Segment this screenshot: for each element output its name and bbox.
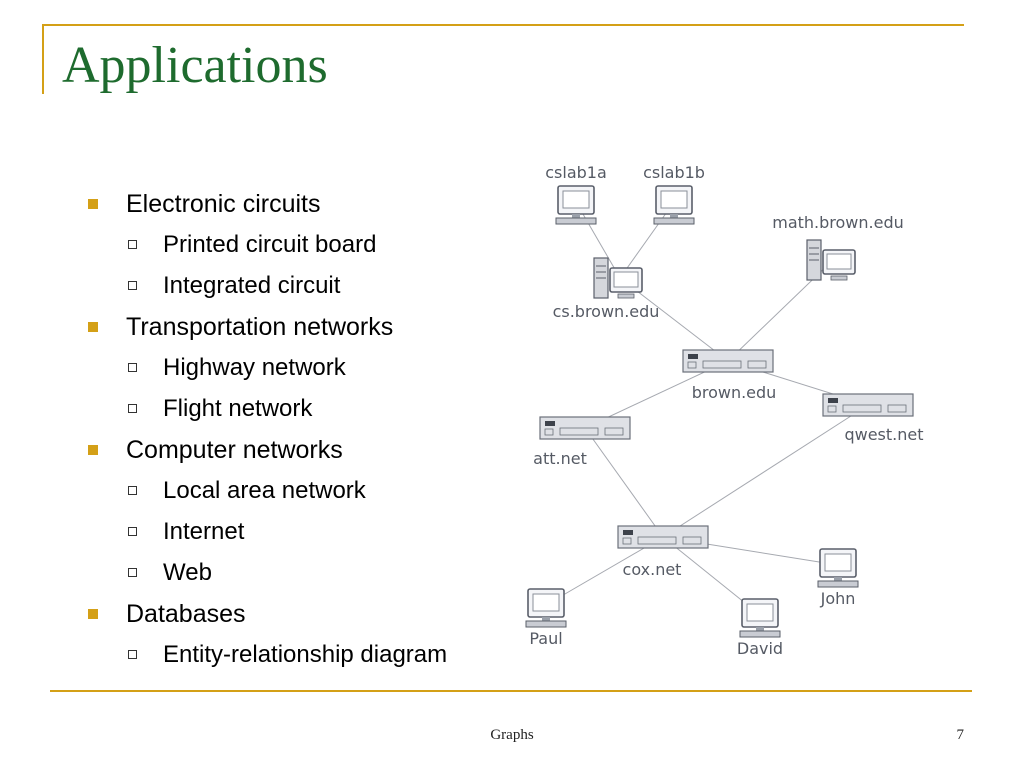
node-label: brown.edu bbox=[692, 383, 777, 402]
sub-bullet-item: Local area network bbox=[88, 473, 518, 514]
hollow-square-bullet-icon bbox=[128, 486, 137, 495]
edge-att-cox bbox=[584, 427, 664, 538]
square-bullet-icon bbox=[88, 445, 98, 455]
node-math: math.brown.edu bbox=[772, 213, 904, 281]
hollow-square-bullet-icon bbox=[128, 650, 137, 659]
sub-bullet-item: Flight network bbox=[88, 391, 518, 432]
sub-bullet-text: Local area network bbox=[163, 477, 366, 504]
router-icon bbox=[682, 349, 774, 373]
server-tower-icon bbox=[593, 257, 643, 299]
node-label: cslab1a bbox=[545, 163, 607, 182]
sub-bullet-text: Printed circuit board bbox=[163, 231, 377, 258]
bullet-text: Electronic circuits bbox=[126, 190, 321, 218]
bullet-item: Databases bbox=[88, 596, 518, 637]
router-icon bbox=[822, 393, 914, 417]
bullet-text: Databases bbox=[126, 600, 246, 628]
workstation-icon bbox=[525, 588, 567, 628]
router-icon bbox=[617, 525, 709, 549]
node-att: att.net bbox=[533, 416, 631, 468]
bullet-text: Transportation networks bbox=[126, 313, 394, 341]
workstation-icon bbox=[555, 185, 597, 225]
hollow-square-bullet-icon bbox=[128, 281, 137, 290]
top-frame-rule bbox=[42, 24, 964, 26]
node-cslab1b: cslab1b bbox=[643, 163, 705, 225]
sub-bullet-item: Highway network bbox=[88, 350, 518, 391]
node-cs: cs.brown.edu bbox=[553, 257, 660, 321]
slide-title: Applications bbox=[62, 37, 328, 94]
sub-bullet-item: Entity-relationship diagram bbox=[88, 637, 518, 678]
workstation-icon bbox=[653, 185, 695, 225]
sub-bullet-text: Integrated circuit bbox=[163, 272, 341, 299]
sub-bullet-text: Highway network bbox=[163, 354, 346, 381]
node-cox: cox.net bbox=[617, 525, 709, 579]
workstation-icon bbox=[817, 548, 859, 588]
square-bullet-icon bbox=[88, 322, 98, 332]
node-label: David bbox=[737, 639, 783, 658]
node-label: qwest.net bbox=[844, 425, 923, 444]
sub-bullet-text: Web bbox=[163, 559, 212, 586]
server-tower-icon bbox=[806, 239, 856, 281]
sub-bullet-item: Printed circuit board bbox=[88, 227, 518, 268]
hollow-square-bullet-icon bbox=[128, 527, 137, 536]
node-cslab1a: cslab1a bbox=[545, 163, 607, 225]
node-label: math.brown.edu bbox=[772, 213, 904, 232]
footer-rule bbox=[50, 690, 972, 692]
node-john: John bbox=[817, 548, 859, 608]
node-label: cs.brown.edu bbox=[553, 302, 660, 321]
bullet-list: Electronic circuits Printed circuit boar… bbox=[88, 186, 518, 678]
sub-bullet-item: Web bbox=[88, 555, 518, 596]
sub-bullet-item: Internet bbox=[88, 514, 518, 555]
node-qwest: qwest.net bbox=[822, 393, 924, 444]
node-david: David bbox=[737, 598, 783, 658]
sub-bullet-text: Internet bbox=[163, 518, 245, 545]
footer-title: Graphs bbox=[490, 727, 534, 743]
sub-bullet-item: Integrated circuit bbox=[88, 268, 518, 309]
node-paul: Paul bbox=[525, 588, 567, 648]
node-label: cox.net bbox=[623, 560, 682, 579]
workstation-icon bbox=[739, 598, 781, 638]
square-bullet-icon bbox=[88, 609, 98, 619]
edge-qwest-cox bbox=[662, 404, 869, 538]
node-label: cslab1b bbox=[643, 163, 705, 182]
bullet-item: Transportation networks bbox=[88, 309, 518, 350]
router-icon bbox=[539, 416, 631, 440]
node-label: Paul bbox=[529, 629, 562, 648]
node-label: att.net bbox=[533, 449, 587, 468]
left-frame-rule bbox=[42, 24, 44, 94]
hollow-square-bullet-icon bbox=[128, 404, 137, 413]
bullet-text: Computer networks bbox=[126, 436, 343, 464]
hollow-square-bullet-icon bbox=[128, 363, 137, 372]
hollow-square-bullet-icon bbox=[128, 240, 137, 249]
node-brown: brown.edu bbox=[682, 349, 777, 402]
square-bullet-icon bbox=[88, 199, 98, 209]
node-label: John bbox=[820, 589, 856, 608]
bullet-item: Electronic circuits bbox=[88, 186, 518, 227]
sub-bullet-text: Entity-relationship diagram bbox=[163, 641, 448, 668]
page-number: 7 bbox=[956, 727, 965, 743]
hollow-square-bullet-icon bbox=[128, 568, 137, 577]
network-diagram: cslab1a cslab1b math.brown.edu cs.brown.edu… bbox=[525, 163, 924, 658]
sub-bullet-text: Flight network bbox=[163, 395, 313, 422]
bullet-item: Computer networks bbox=[88, 432, 518, 473]
